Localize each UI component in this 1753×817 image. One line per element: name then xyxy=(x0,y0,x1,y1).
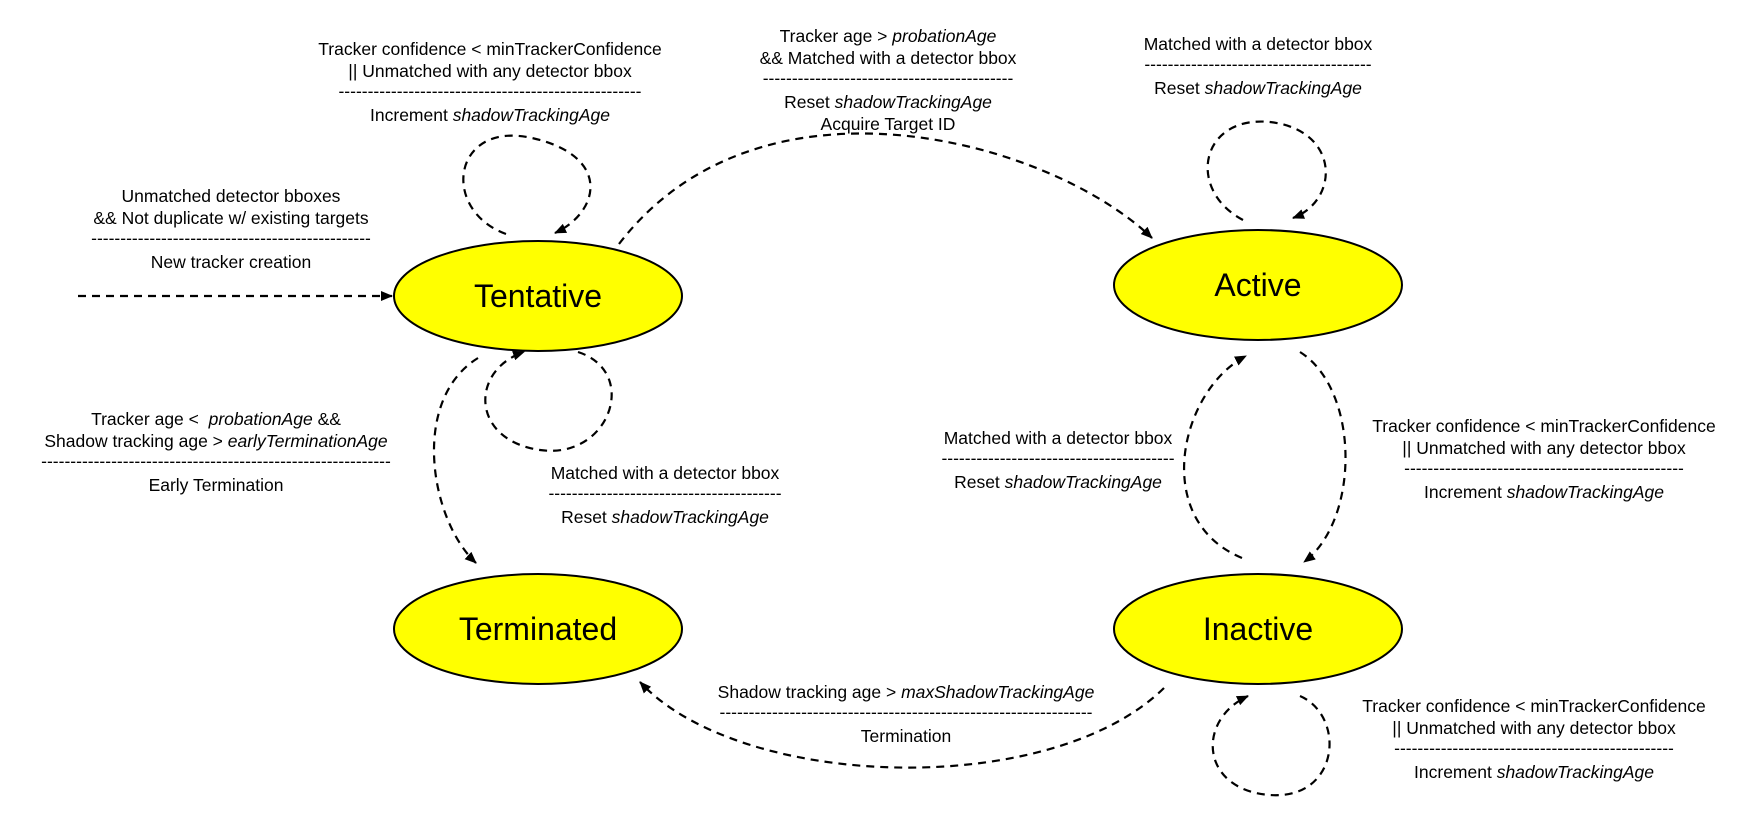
separator-line: ----------------------------------------… xyxy=(1394,738,1674,758)
edge-tentative-self-bottom xyxy=(484,350,613,452)
state-tentative: Tentative xyxy=(393,240,683,352)
separator-line: ----------------------------------------… xyxy=(91,228,371,248)
condition-line-1: Matched with a detector bbox xyxy=(1144,34,1373,54)
action-line-1: Reset shadowTrackingAge xyxy=(784,92,992,112)
condition-line-2: || Unmatched with any detector bbox xyxy=(1392,718,1676,738)
edge-active-to-inactive xyxy=(1299,351,1347,563)
edge-inactive-to-active xyxy=(1182,355,1247,560)
separator-line: --------------------------------------- xyxy=(1144,54,1371,74)
state-active: Active xyxy=(1113,229,1403,341)
condition-line-1: Unmatched detector bboxes xyxy=(122,186,341,206)
edge-termination xyxy=(639,681,1165,769)
label-active-to-inactive: Tracker confidence < minTrackerConfidenc… xyxy=(1372,416,1716,502)
condition-line-2: || Unmatched with any detector bbox xyxy=(1402,438,1686,458)
action-line: Reset shadowTrackingAge xyxy=(1154,78,1362,98)
condition-line-1: Matched with a detector bbox xyxy=(551,463,780,483)
condition-line-2: || Unmatched with any detector bbox xyxy=(348,61,632,81)
action-line: Increment shadowTrackingAge xyxy=(370,105,610,125)
action-line: Reset shadowTrackingAge xyxy=(561,507,769,527)
label-inactive-to-active: Matched with a detector bbox -----------… xyxy=(941,428,1174,492)
label-early-termination: Tracker age < probationAge && Shadow tra… xyxy=(41,409,391,495)
label-tentative-self-top: Tracker confidence < minTrackerConfidenc… xyxy=(318,39,662,125)
state-terminated: Terminated xyxy=(393,573,683,685)
label-active-self: Matched with a detector bbox -----------… xyxy=(1144,34,1373,98)
edge-tentative-self-top xyxy=(462,134,592,236)
label-termination: Shadow tracking age > maxShadowTrackingA… xyxy=(718,682,1095,746)
separator-line: ----------------------------------------… xyxy=(338,81,641,101)
state-active-label: Active xyxy=(1214,267,1301,303)
label-creation: Unmatched detector bboxes && Not duplica… xyxy=(91,186,371,272)
separator-line: ----------------------------------------… xyxy=(1404,458,1684,478)
edge-tentative-to-active xyxy=(618,132,1153,245)
label-tentative-self-bottom: Matched with a detector bbox -----------… xyxy=(548,463,781,527)
separator-line: ---------------------------------------- xyxy=(548,483,781,503)
label-inactive-self: Tracker confidence < minTrackerConfidenc… xyxy=(1362,696,1706,782)
edges xyxy=(78,120,1347,797)
condition-line-2: Shadow tracking age > earlyTerminationAg… xyxy=(44,431,388,451)
condition-line-1: Tracker confidence < minTrackerConfidenc… xyxy=(1372,416,1716,436)
condition-line-2: && Not duplicate w/ existing targets xyxy=(93,208,369,228)
action-line: Early Termination xyxy=(149,475,284,495)
action-line: Increment shadowTrackingAge xyxy=(1414,762,1654,782)
label-tentative-to-active: Tracker age > probationAge && Matched wi… xyxy=(760,26,1017,134)
state-terminated-label: Terminated xyxy=(459,611,617,647)
separator-line: ----------------------------------------… xyxy=(763,68,1014,88)
state-tentative-label: Tentative xyxy=(474,278,602,314)
condition-line-1: Tracker confidence < minTrackerConfidenc… xyxy=(318,39,662,59)
condition-line-1: Tracker age < probationAge && xyxy=(91,409,341,429)
action-line-2: Acquire Target ID xyxy=(821,114,956,134)
state-inactive: Inactive xyxy=(1113,573,1403,685)
action-line: Increment shadowTrackingAge xyxy=(1424,482,1664,502)
edge-early-termination xyxy=(432,357,479,564)
condition-line-1: Tracker confidence < minTrackerConfidenc… xyxy=(1362,696,1706,716)
condition-line-1: Matched with a detector bbox xyxy=(944,428,1173,448)
action-line: Reset shadowTrackingAge xyxy=(954,472,1162,492)
condition-line-2: && Matched with a detector bbox xyxy=(760,48,1017,68)
edge-inactive-self xyxy=(1211,694,1331,797)
separator-line: ----------------------------------------… xyxy=(720,702,1093,722)
edge-active-self xyxy=(1206,120,1327,221)
condition-line-1: Shadow tracking age > maxShadowTrackingA… xyxy=(718,682,1095,702)
state-inactive-label: Inactive xyxy=(1203,611,1313,647)
action-line: Termination xyxy=(861,726,951,746)
action-line: New tracker creation xyxy=(151,252,311,272)
separator-line: ----------------------------------------… xyxy=(41,451,391,471)
condition-line-1: Tracker age > probationAge xyxy=(780,26,997,46)
separator-line: ---------------------------------------- xyxy=(941,448,1174,468)
